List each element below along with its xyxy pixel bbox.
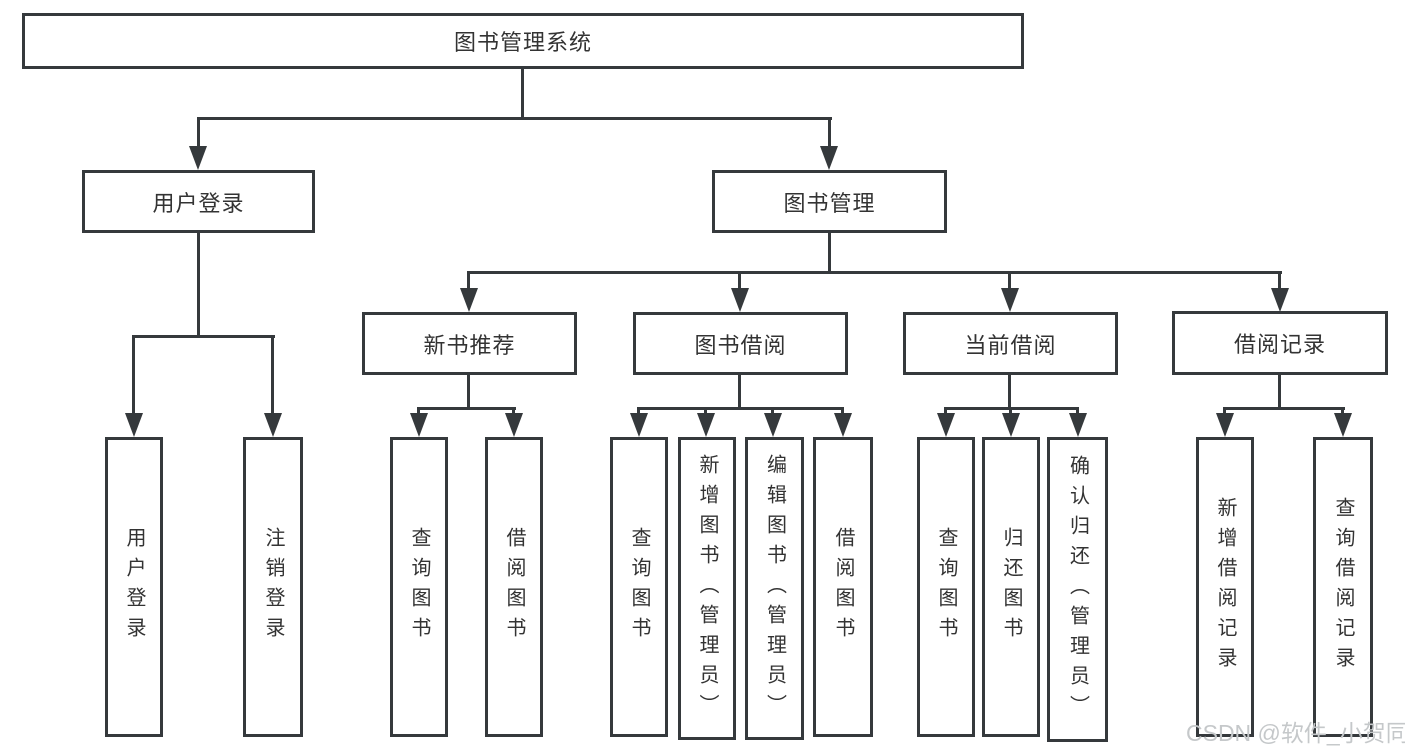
node-label: 图书管理 [783,190,876,216]
connector-line [637,407,640,416]
leaf-label: 借阅图书 [503,527,525,647]
leaf-confirm-return-admin: 确认归还（管理员） [1047,437,1108,742]
connector-line [132,335,135,415]
node-root: 图书管理系统 [22,13,1024,69]
leaf-label: 查询图书 [628,527,650,647]
leaf-borrow-book-1: 借阅图书 [485,437,543,737]
leaf-label: 编辑图书（管理员） [763,453,786,724]
arrow-down-icon [1271,288,1289,312]
arrow-down-icon [764,413,782,437]
connector-line [771,407,774,416]
arrow-down-icon [1216,413,1234,437]
leaf-query-book-3: 查询图书 [917,437,975,737]
connector-line [1009,407,1012,416]
connector-line [738,375,741,409]
leaf-label: 新增图书（管理员） [696,453,718,724]
connector-line [828,233,831,273]
arrow-down-icon [834,413,852,437]
connector-line [512,407,515,416]
leaf-label: 查询图书 [935,527,957,647]
node-label: 图书管理系统 [453,30,592,55]
node-label: 当前借阅 [964,332,1057,358]
leaf-query-book-2: 查询图书 [610,437,668,737]
node-current-borrow: 当前借阅 [903,312,1118,375]
connector-line [944,407,947,416]
arrow-down-icon [1001,288,1019,312]
connector-line [417,407,516,410]
arrow-down-icon [460,288,478,312]
leaf-add-book-admin: 新增图书（管理员） [678,437,736,740]
connector-line [132,335,275,338]
leaf-label: 借阅图书 [832,527,854,647]
leaf-logout-login: 注销登录 [243,437,303,737]
leaf-label: 查询图书 [408,527,430,647]
node-user-login: 用户登录 [82,170,315,233]
leaf-edit-book-admin: 编辑图书（管理员） [745,437,804,740]
connector-line [197,233,200,337]
connector-line [1278,375,1281,409]
leaf-label: 归还图书 [1000,527,1022,647]
leaf-label: 查询借阅记录 [1332,497,1354,677]
connector-line [637,407,844,410]
connector-line [1008,375,1011,409]
connector-line [467,271,470,290]
connector-line [271,335,274,415]
connector-line [197,117,200,150]
connector-line [1278,271,1281,290]
leaf-user-login: 用户登录 [105,437,163,737]
arrow-down-icon [1069,413,1087,437]
connector-line [1076,407,1079,416]
node-new-book-recommend: 新书推荐 [362,312,577,375]
connector-line [521,69,524,117]
leaf-label: 确认归还（管理员） [1066,454,1089,725]
arrow-down-icon [697,413,715,437]
arrow-down-icon [1334,413,1352,437]
leaf-add-borrow-record: 新增借阅记录 [1196,437,1254,737]
connector-line [467,375,470,409]
connector-line [738,271,741,290]
node-label: 图书借阅 [694,332,787,358]
arrow-down-icon [937,413,955,437]
leaf-label: 新增借阅记录 [1214,497,1236,677]
connector-line [1341,407,1344,416]
connector-line [1223,407,1345,410]
arrow-down-icon [125,413,143,437]
arrow-down-icon [505,413,523,437]
leaf-label: 注销登录 [262,527,284,647]
connector-line [1223,407,1226,416]
arrow-down-icon [410,413,428,437]
arrow-down-icon [1002,413,1020,437]
leaf-return-book: 归还图书 [982,437,1040,737]
node-borrow-record: 借阅记录 [1172,311,1388,375]
connector-line [417,407,420,416]
arrow-down-icon [820,146,838,170]
node-book-management: 图书管理 [712,170,947,233]
node-label: 新书推荐 [423,332,516,358]
connector-line [828,117,831,150]
connector-line [197,117,832,120]
arrow-down-icon [630,413,648,437]
node-book-borrow: 图书借阅 [633,312,848,375]
connector-line [704,407,707,416]
connector-line [1008,271,1011,290]
connector-line [467,271,1282,274]
leaf-query-book-1: 查询图书 [390,437,448,737]
leaf-label: 用户登录 [123,527,145,647]
arrow-down-icon [731,288,749,312]
arrow-down-icon [264,413,282,437]
leaf-borrow-book-2: 借阅图书 [813,437,873,737]
csdn-watermark: CSDN @软件_小贺同学 [1186,720,1405,746]
node-label: 用户登录 [152,190,245,216]
arrow-down-icon [189,146,207,170]
leaf-query-borrow-record: 查询借阅记录 [1313,437,1373,737]
connector-line [841,407,844,416]
node-label: 借阅记录 [1233,332,1326,357]
